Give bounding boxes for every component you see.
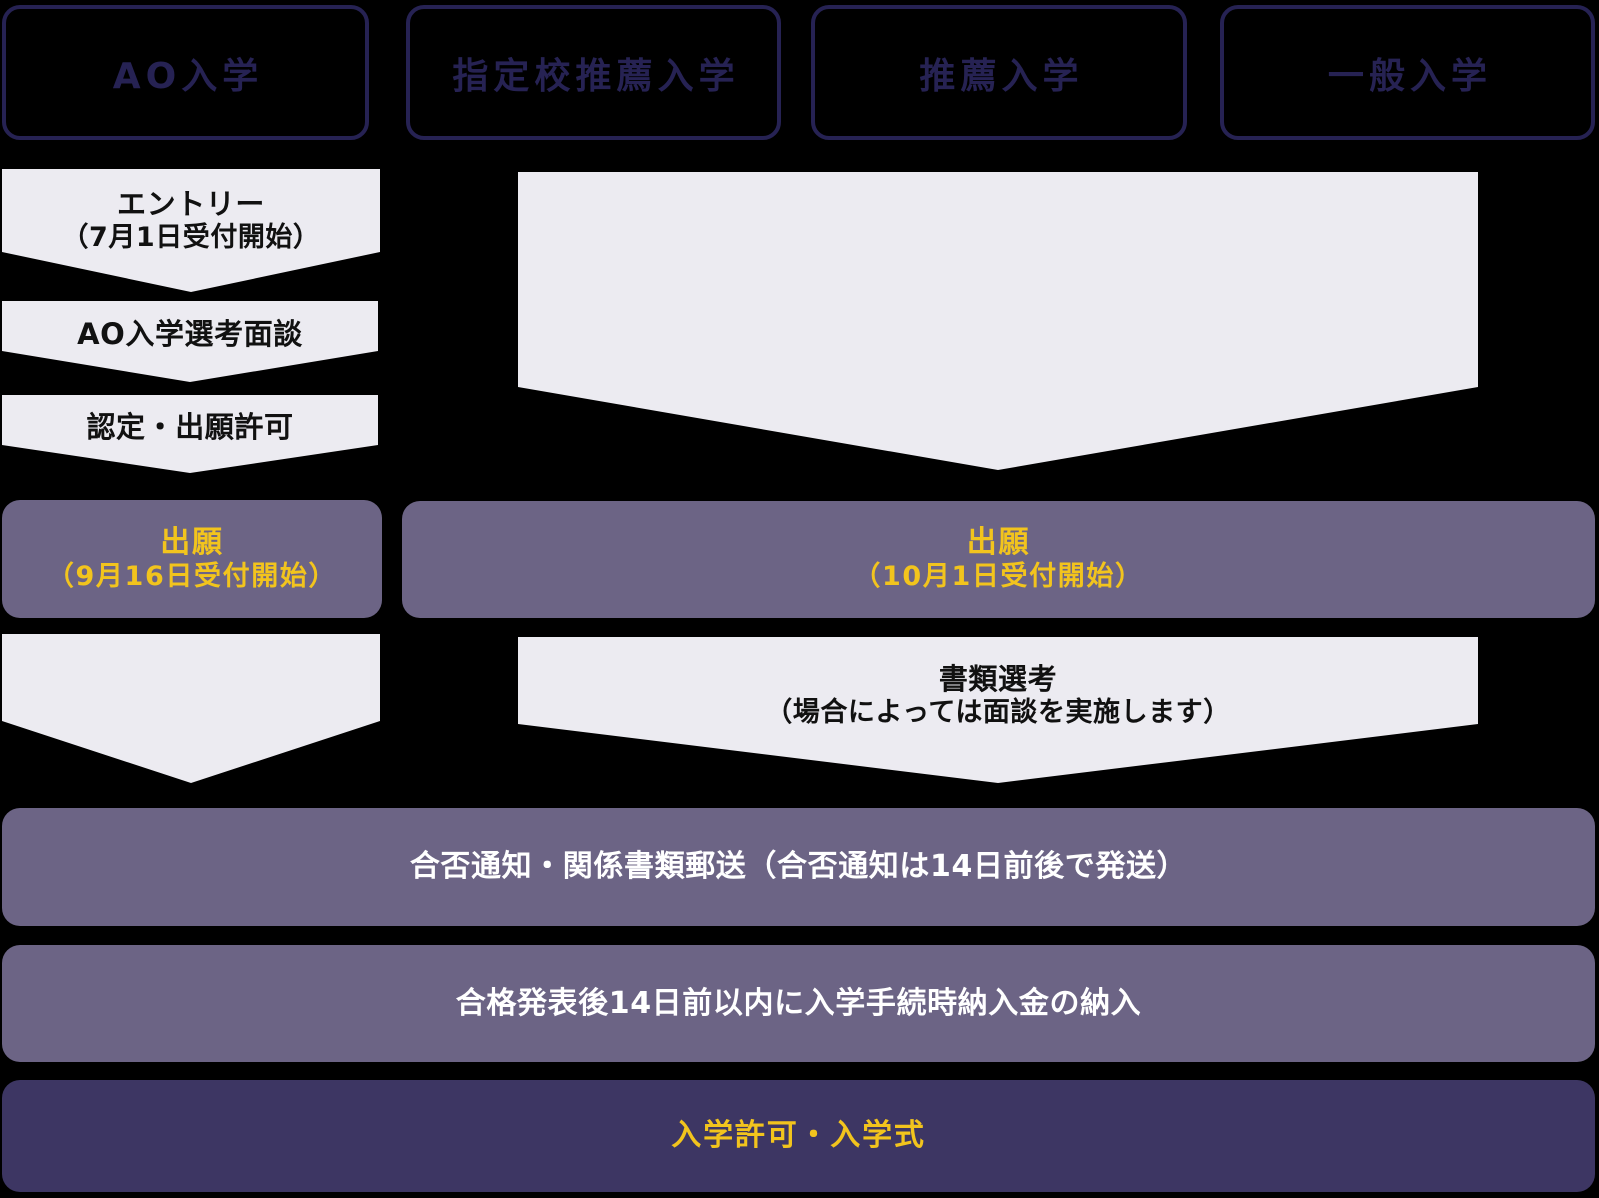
ao-entry-line2: （7月1日受付開始）: [61, 222, 321, 253]
ao-interview-label: AO入学選考面談: [77, 316, 303, 351]
ao-entry-arrow: エントリー （7月1日受付開始）: [2, 169, 380, 292]
general-application-line2: （10月1日受付開始）: [853, 561, 1144, 592]
route-box-recommendation: 推薦入学: [811, 5, 1187, 140]
payment-label: 合格発表後14日前以内に入学手続時納入金の納入: [455, 985, 1142, 1021]
ao-entry-line1: エントリー: [117, 187, 265, 221]
general-application-line1: 出願: [966, 525, 1031, 560]
admission-ceremony-label: 入学許可・入学式: [671, 1118, 926, 1153]
document-screening-arrow: 書類選考 （場合によっては面談を実施します）: [518, 637, 1478, 783]
route-label-ao: AO入学: [112, 55, 264, 97]
admission-ceremony-box: 入学許可・入学式: [2, 1080, 1595, 1192]
route-box-general: 一般入学: [1220, 5, 1595, 140]
route-box-ao: AO入学: [2, 5, 369, 140]
payment-box: 合格発表後14日前以内に入学手続時納入金の納入: [2, 945, 1595, 1062]
ao-approval-arrow: 認定・出願許可: [2, 395, 378, 473]
route-label-designated-recommendation: 指定校推薦入学: [452, 55, 740, 97]
route-label-general: 一般入学: [1327, 55, 1493, 97]
screening-line1: 書類選考: [938, 661, 1058, 696]
ao-application-line2: （9月16日受付開始）: [46, 560, 338, 592]
ao-approval-label: 認定・出願許可: [86, 410, 294, 444]
result-notice-box: 合否通知・関係書類郵送（合否通知は14日前後で発送）: [2, 808, 1595, 926]
general-routes-flow-arrow: [518, 172, 1478, 470]
route-box-designated-recommendation: 指定校推薦入学: [406, 5, 781, 140]
ao-interview-arrow: AO入学選考面談: [2, 301, 378, 382]
general-application-box: 出願 （10月1日受付開始）: [402, 501, 1595, 618]
ao-downflow-arrow: [2, 634, 380, 783]
ao-application-line1: 出願: [160, 524, 224, 560]
ao-application-box: 出願 （9月16日受付開始）: [2, 500, 382, 618]
route-label-recommendation: 推薦入学: [919, 55, 1084, 97]
result-notice-label: 合否通知・関係書類郵送（合否通知は14日前後で発送）: [409, 849, 1188, 884]
screening-line2: （場合によっては面談を実施します）: [765, 696, 1231, 728]
